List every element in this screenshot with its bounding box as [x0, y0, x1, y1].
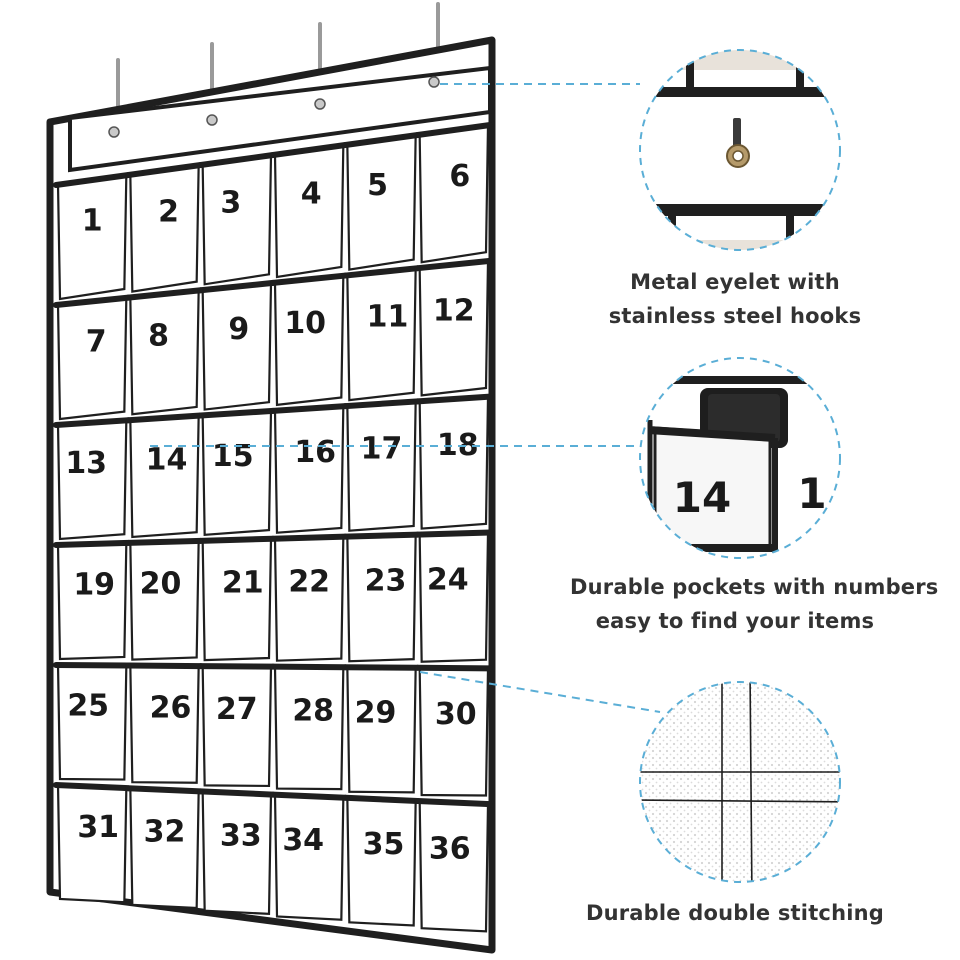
eyelet-icon [428, 76, 440, 88]
pocket-number: 19 [73, 567, 115, 602]
pocket-number: 25 [67, 689, 109, 724]
pocket-number: 22 [288, 564, 330, 599]
pocket-number: 18 [437, 428, 479, 463]
pocket: 19 [53, 539, 132, 661]
pocket-number: 29 [355, 695, 397, 730]
pocket: 21 [197, 535, 276, 662]
zoom-pocket-number: 14 [673, 473, 731, 522]
pocket: 25 [53, 662, 132, 781]
pocket: 18 [414, 393, 493, 530]
pocket-number: 20 [140, 566, 182, 601]
eyelets-group [108, 76, 440, 138]
pocket: 32 [125, 785, 204, 910]
pocket-number: 9 [228, 312, 249, 347]
pocket: 31 [53, 782, 132, 904]
pocket-number: 6 [449, 159, 470, 194]
pocket: 24 [414, 529, 493, 663]
callout-circle-eyelet [639, 49, 841, 251]
connector-line-stitching [419, 671, 661, 713]
pocket: 13 [53, 417, 132, 541]
pocket: 23 [342, 531, 421, 663]
eyelet-icon [206, 114, 218, 126]
pocket-number: 34 [282, 823, 324, 858]
pocket-number: 35 [363, 827, 405, 862]
hook-icon [733, 118, 741, 148]
caption-eyelet-line2: stainless steel hooks [608, 304, 862, 328]
eyelet-icon [108, 126, 120, 138]
pocket: 29 [342, 664, 421, 794]
pocket-number: 27 [216, 692, 258, 727]
callout-connectors [150, 83, 661, 713]
pocket: 16 [270, 403, 349, 534]
pocket: 2 [125, 162, 204, 293]
pocket-number: 11 [367, 300, 409, 335]
caption-pockets: Durable pockets with numbers easy to fin… [570, 570, 939, 638]
pocket: 12 [414, 257, 493, 397]
pocket: 14 [125, 412, 204, 539]
pocket-number: 21 [222, 565, 264, 600]
pocket-number: 23 [365, 564, 407, 599]
pocket-number: 33 [220, 819, 262, 854]
pocket-number: 1 [82, 203, 103, 238]
pocket: 4 [270, 142, 349, 279]
pocket-number: 7 [86, 325, 107, 360]
pocket: 7 [53, 294, 132, 421]
pocket: 8 [125, 287, 204, 416]
pocket-number: 32 [144, 814, 186, 849]
pocket: 22 [270, 533, 349, 662]
pocket-number: 5 [367, 168, 388, 203]
pocket: 17 [342, 398, 421, 532]
pocket: 1 [53, 172, 132, 301]
pocket-number: 17 [361, 432, 403, 467]
zoom-pocket-number-partial: 1 [797, 469, 826, 518]
pocket-number: 24 [427, 563, 469, 598]
pocket-number: 15 [212, 439, 254, 474]
pocket: 30 [414, 664, 493, 797]
pocket: 9 [197, 279, 276, 411]
pocket-number: 2 [158, 195, 179, 230]
callout-circle-stitching [639, 681, 841, 883]
pocket: 20 [125, 537, 204, 661]
pocket-number: 4 [301, 177, 322, 212]
caption-stitching-line1: Durable double stitching [585, 901, 885, 925]
caption-eyelet: Metal eyelet with stainless steel hooks [570, 265, 900, 333]
pocket: 28 [270, 663, 349, 791]
organizer-header-band [68, 65, 492, 173]
pocket: 27 [197, 663, 276, 788]
pocket: 5 [342, 132, 421, 271]
pocket-number: 10 [284, 306, 326, 341]
callout-circle-pocket: 14 1 [639, 357, 841, 559]
pocket-number: 14 [146, 442, 188, 477]
pocket-number: 12 [433, 294, 475, 329]
caption-stitching: Durable double stitching [570, 896, 900, 930]
pocket-number: 28 [292, 694, 334, 729]
pocket-number: 30 [435, 697, 477, 732]
pocket-number: 31 [77, 810, 119, 845]
pocket: 26 [125, 662, 204, 784]
pocket: 35 [342, 794, 421, 927]
pocket: 36 [414, 797, 493, 933]
pocket: 3 [197, 152, 276, 286]
pocket-number: 26 [150, 690, 192, 725]
pocket: 6 [414, 122, 493, 264]
pocket: 11 [342, 265, 421, 402]
pocket-number: 36 [429, 832, 471, 867]
caption-pockets-line1: Durable pockets with numbers [570, 575, 939, 599]
caption-eyelet-line1: Metal eyelet with [630, 270, 840, 294]
pocket: 34 [270, 791, 349, 921]
pocket-number: 16 [294, 435, 336, 470]
pocket: 10 [270, 272, 349, 407]
pocket: 33 [197, 788, 276, 916]
pocket: 15 [197, 407, 276, 537]
pocket-number: 3 [220, 186, 241, 221]
eyelet-icon [314, 98, 326, 110]
pocket-number: 8 [148, 319, 169, 354]
caption-pockets-line2: easy to find your items [595, 609, 875, 633]
pocket-number: 13 [65, 446, 107, 481]
